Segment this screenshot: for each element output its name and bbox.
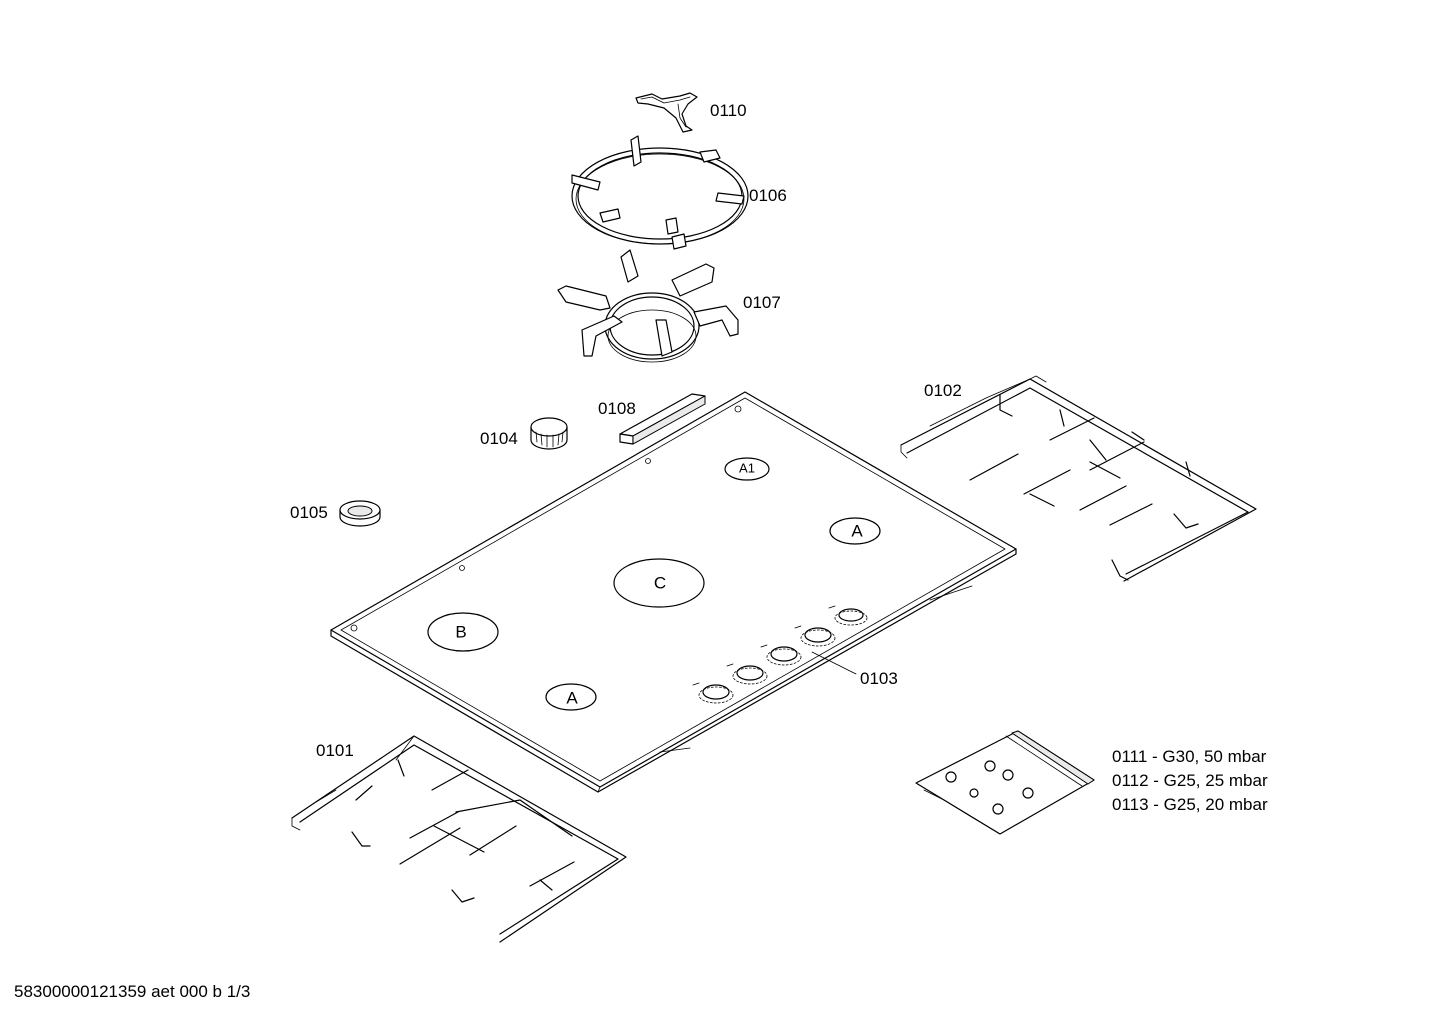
injector-kit-0112: 0112 - G25, 25 mbar bbox=[1112, 771, 1268, 790]
wok-ring-drawing bbox=[571, 135, 749, 250]
burner-ring-drawing bbox=[339, 500, 381, 527]
wok-clip-drawing bbox=[635, 92, 698, 133]
injector-bag-drawing bbox=[915, 730, 1095, 835]
document-code: 58300000121359 aet 000 b 1/3 bbox=[14, 982, 250, 1001]
part-label-0102: 0102 bbox=[924, 381, 962, 400]
part-label-0107: 0107 bbox=[743, 293, 781, 312]
part-label-0103: 0103 bbox=[860, 669, 898, 688]
part-label-0101: 0101 bbox=[316, 741, 354, 760]
part-label-0105: 0105 bbox=[290, 503, 328, 522]
left-grate-drawing bbox=[291, 735, 627, 943]
part-label-0104: 0104 bbox=[480, 429, 518, 448]
hob-top-drawing bbox=[330, 391, 1017, 793]
zone-label-b: B bbox=[455, 622, 466, 641]
part-label-0108: 0108 bbox=[598, 399, 636, 418]
zone-label-a-left: A bbox=[566, 688, 578, 707]
control-bar-drawing bbox=[619, 393, 706, 445]
part-label-0106: 0106 bbox=[749, 186, 787, 205]
zone-label-a-right: A bbox=[851, 521, 863, 540]
zone-label-a1: A1 bbox=[739, 460, 755, 475]
right-grate-drawing bbox=[900, 375, 1257, 582]
pan-support-drawing bbox=[557, 249, 739, 363]
zone-label-c: C bbox=[654, 573, 666, 592]
part-label-0110: 0110 bbox=[710, 101, 747, 120]
burner-cap-drawing bbox=[530, 417, 568, 450]
injector-kit-0113: 0113 - G25, 20 mbar bbox=[1112, 795, 1268, 814]
injector-kit-0111: 0111 - G30, 50 mbar bbox=[1112, 747, 1267, 766]
